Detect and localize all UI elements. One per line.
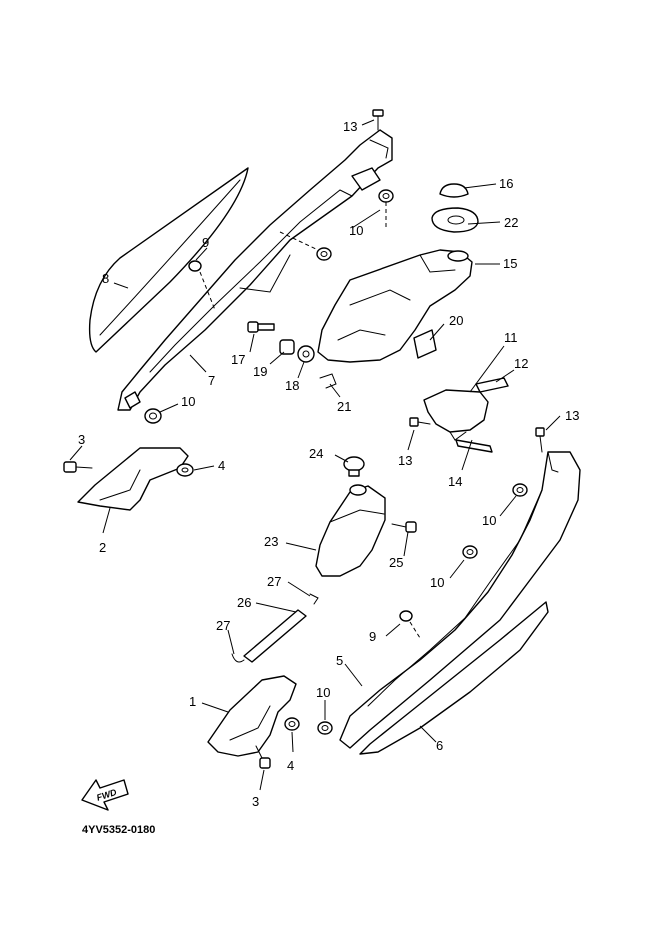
- callout-26: 26: [237, 595, 251, 610]
- callout-3: 3: [78, 432, 85, 447]
- part-7-rail-cover: [117, 129, 393, 411]
- part-27-clip-lower: [231, 653, 245, 663]
- callout-5: 5: [336, 653, 343, 668]
- part-15-tank: [317, 249, 473, 363]
- part-6-side-cover-lower: [359, 601, 549, 755]
- callout-15: 15: [503, 256, 517, 271]
- callout-10: 10: [316, 685, 330, 700]
- part-10-grommet-right-mid: [462, 545, 478, 559]
- callout-21: 21: [337, 399, 351, 414]
- callout-10: 10: [181, 394, 195, 409]
- callout-10: 10: [349, 223, 363, 238]
- callout-13: 13: [343, 119, 357, 134]
- part-10-grommet-lower-left: [144, 408, 162, 424]
- part-19-collar: [279, 339, 295, 355]
- callout-25: 25: [389, 555, 403, 570]
- callouts: 13 16 22 10 9 15 8 20 11 17 12 19 7 18 1…: [78, 119, 579, 809]
- leader-lines: [69, 119, 561, 791]
- part-9-nut-left: [188, 260, 216, 311]
- callout-2: 2: [99, 540, 106, 555]
- part-10-grommet-right-upper: [512, 483, 528, 497]
- part-13-bolt-mid: [409, 417, 431, 427]
- callout-6: 6: [436, 738, 443, 753]
- callout-14: 14: [448, 474, 462, 489]
- fwd-arrow-icon: FWD: [81, 779, 129, 811]
- part-17-bolt: [247, 321, 275, 333]
- callout-3: 3: [252, 794, 259, 809]
- part-10-grommet-mid: [316, 247, 332, 261]
- part-25-bolt: [391, 521, 417, 533]
- callout-9: 9: [369, 629, 376, 644]
- part-3-bolt-lower: [255, 745, 271, 769]
- callout-12: 12: [514, 356, 528, 371]
- part-26-hose: [243, 609, 307, 663]
- part-10-grommet-right-lower: [317, 721, 333, 735]
- diagram-code: 4YV5352-0180: [82, 824, 155, 836]
- part-10-grommet-upper: [378, 189, 394, 203]
- part-5-side-cover: [339, 451, 581, 749]
- callout-17: 17: [231, 352, 245, 367]
- callout-9: 9: [202, 235, 209, 250]
- part-18-damper: [297, 345, 315, 363]
- part-3-bolt-upper: [63, 461, 93, 473]
- part-21-clip: [319, 373, 337, 389]
- callout-19: 19: [253, 364, 267, 379]
- callout-22: 22: [504, 215, 518, 230]
- part-4-nut-upper: [176, 463, 194, 477]
- callout-24: 24: [309, 446, 323, 461]
- part-12-label: [475, 377, 509, 393]
- callout-1: 1: [189, 694, 196, 709]
- callout-10: 10: [430, 575, 444, 590]
- part-4-nut-lower: [284, 717, 300, 731]
- callout-10: 10: [482, 513, 496, 528]
- callout-18: 18: [285, 378, 299, 393]
- part-20-label: [413, 329, 437, 359]
- callout-8: 8: [102, 271, 109, 286]
- callout-27: 27: [216, 618, 230, 633]
- part-24-cap: [343, 456, 365, 477]
- part-14-strip: [455, 439, 493, 453]
- callout-16: 16: [499, 176, 513, 191]
- part-9-nut-right: [399, 610, 421, 639]
- part-8-side-panel: [88, 167, 249, 353]
- callout-27: 27: [267, 574, 281, 589]
- part-11-cover: [423, 389, 489, 441]
- callout-7: 7: [208, 373, 215, 388]
- part-27-clip-upper: [309, 593, 319, 605]
- part-16-cap: [439, 183, 469, 198]
- part-22-gasket: [431, 207, 479, 233]
- part-2-bracket: [77, 447, 189, 511]
- callout-4: 4: [287, 758, 294, 773]
- callout-13: 13: [398, 453, 412, 468]
- callout-20: 20: [449, 313, 463, 328]
- callout-11: 11: [504, 330, 518, 345]
- callout-13: 13: [565, 408, 579, 423]
- callout-4: 4: [218, 458, 225, 473]
- part-23-small-tank: [315, 484, 386, 577]
- part-13-bolt-right: [535, 427, 545, 453]
- callout-23: 23: [264, 534, 278, 549]
- part-13-bolt-top: [372, 109, 384, 131]
- part-1-bracket: [207, 675, 297, 757]
